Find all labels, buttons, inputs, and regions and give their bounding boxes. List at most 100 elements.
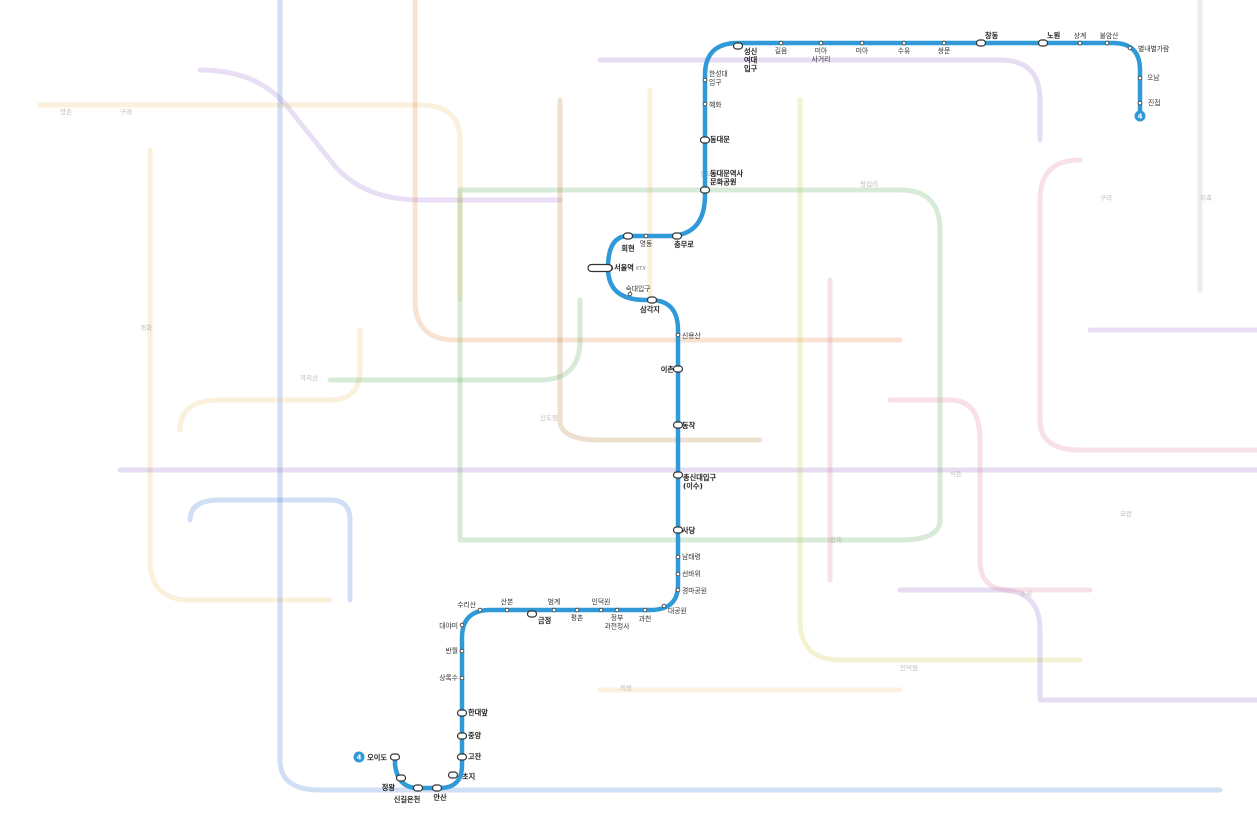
svg-text:인덕원: 인덕원 xyxy=(900,663,918,672)
station-gwacheon[interactable]: 과천 xyxy=(639,607,652,623)
station-label: 사당 xyxy=(682,526,696,535)
svg-text:4: 4 xyxy=(1138,113,1143,121)
station-onam[interactable]: 오남 xyxy=(1137,73,1160,82)
station-ssangmun[interactable]: 쌍문 xyxy=(938,40,951,55)
station-changdong[interactable]: 창동 xyxy=(975,31,999,47)
station-sookmyung[interactable]: 숙대입구 xyxy=(625,285,651,297)
station-buramsan[interactable]: 불암산 xyxy=(1100,31,1119,46)
station-hyehwa[interactable]: 혜화 xyxy=(702,100,722,109)
station-mia[interactable]: 미아 xyxy=(856,40,869,55)
station-sadang[interactable]: 사당 xyxy=(672,526,696,535)
station-dongjak[interactable]: 동작 xyxy=(672,421,696,430)
station-label: 한대앞 xyxy=(468,708,488,717)
station-marker xyxy=(859,40,865,46)
station-marker xyxy=(675,332,681,338)
station-ansan[interactable]: 안산 xyxy=(431,784,447,802)
station-grandpark[interactable]: 대공원 xyxy=(661,603,687,615)
station-pyeongchon[interactable]: 평촌 xyxy=(571,607,584,622)
station-gojan[interactable]: 고잔 xyxy=(456,752,482,761)
station-jinjeop[interactable]: 진접 xyxy=(1137,98,1161,107)
station-label: 중앙 xyxy=(468,731,482,740)
station-sanbon[interactable]: 산본 xyxy=(501,597,514,613)
station-marker xyxy=(901,40,907,46)
station-dongdaemun[interactable]: 동대문 xyxy=(699,135,731,144)
station-marker xyxy=(627,291,633,297)
station-label: 삼각지 xyxy=(640,305,660,314)
station-geumjeong[interactable]: 금정 xyxy=(526,610,552,625)
station-label: 범계 xyxy=(548,597,561,606)
station-chungmuro[interactable]: 충무로 xyxy=(671,232,695,249)
station-marker xyxy=(675,587,681,593)
transfer-station-marker xyxy=(456,709,468,717)
station-namtaeryeong[interactable]: 남태령 xyxy=(675,552,701,561)
station-seonbawi[interactable]: 선바위 xyxy=(675,569,701,578)
station-label: 인덕원 xyxy=(592,597,611,606)
station-byeollae[interactable]: 별내별가람 xyxy=(1127,44,1170,53)
station-label: 숙대입구 xyxy=(625,285,650,293)
station-marker xyxy=(459,622,465,628)
station-surisan[interactable]: 수리산 xyxy=(457,600,483,613)
station-samgakji[interactable]: 삼각지 xyxy=(640,296,660,314)
station-marker xyxy=(459,648,465,654)
station-gireum[interactable]: 길음 xyxy=(775,40,788,55)
station-sangroksu[interactable]: 상록수 xyxy=(439,673,465,682)
station-indeogwon[interactable]: 인덕원 xyxy=(592,597,611,613)
station-chongshin[interactable]: 총신대입구(이수) xyxy=(672,471,717,491)
station-marker xyxy=(702,77,708,83)
station-label: 동대문 xyxy=(710,135,730,144)
station-marker xyxy=(675,554,681,560)
station-jeongwang[interactable]: 정왕 xyxy=(382,774,407,792)
station-marker xyxy=(598,607,604,613)
transfer-station-marker xyxy=(672,421,684,429)
station-marker xyxy=(1127,45,1133,51)
station-label: 오이도 xyxy=(367,753,387,762)
station-label: 선바위 xyxy=(682,569,701,578)
transfer-station-marker xyxy=(975,39,987,47)
station-nowon[interactable]: 노원 xyxy=(1037,31,1061,47)
station-suyu[interactable]: 수유 xyxy=(898,40,911,55)
station-singil[interactable]: 신길온천 xyxy=(394,784,424,804)
station-beomgye[interactable]: 범계 xyxy=(548,597,561,613)
station-label: 신용산 xyxy=(682,331,701,340)
station-daeyami[interactable]: 대야미 xyxy=(439,621,465,630)
station-label: 초지 xyxy=(462,772,475,781)
station-label: 혜화 xyxy=(709,100,722,109)
station-marker xyxy=(551,607,557,613)
station-marker xyxy=(1104,40,1110,46)
transfer-station-marker xyxy=(395,774,407,782)
svg-text:양촌: 양촌 xyxy=(60,107,72,116)
station-sanggye[interactable]: 상계 xyxy=(1074,31,1087,46)
station-choji[interactable]: 초지 xyxy=(447,771,476,781)
svg-text:개화: 개화 xyxy=(140,323,152,332)
station-label: 진접 xyxy=(1148,98,1161,107)
station-label: 총신대입구(이수) xyxy=(683,473,716,491)
station-oido[interactable]: 오이도 xyxy=(367,753,401,762)
svg-text:동묘앞: 동묘앞 xyxy=(700,170,718,178)
station-ichon[interactable]: 이촌 xyxy=(661,365,684,374)
station-label: 쌍문 xyxy=(938,46,951,55)
station-jungang[interactable]: 중앙 xyxy=(456,731,482,740)
station-marker xyxy=(941,40,947,46)
station-myeongdong[interactable]: 명동 xyxy=(640,233,653,248)
station-handae[interactable]: 한대앞 xyxy=(456,708,489,717)
station-label: 평촌 xyxy=(571,613,584,622)
transfer-station-marker xyxy=(622,232,634,240)
station-sinyongsan[interactable]: 신용산 xyxy=(675,331,701,340)
station-label: 안산 xyxy=(433,793,447,802)
station-label: 오남 xyxy=(1147,73,1160,82)
station-racepark[interactable]: 경마공원 xyxy=(675,586,707,595)
north-terminus-badge: 4 xyxy=(1134,110,1146,122)
transfer-station-marker xyxy=(456,753,468,761)
transfer-station-marker xyxy=(431,784,443,792)
transfer-station-marker xyxy=(671,232,683,240)
station-hoehyeon[interactable]: 회현 xyxy=(621,232,635,253)
station-banwol[interactable]: 반월 xyxy=(445,646,465,655)
station-label: 경마공원 xyxy=(682,586,707,595)
